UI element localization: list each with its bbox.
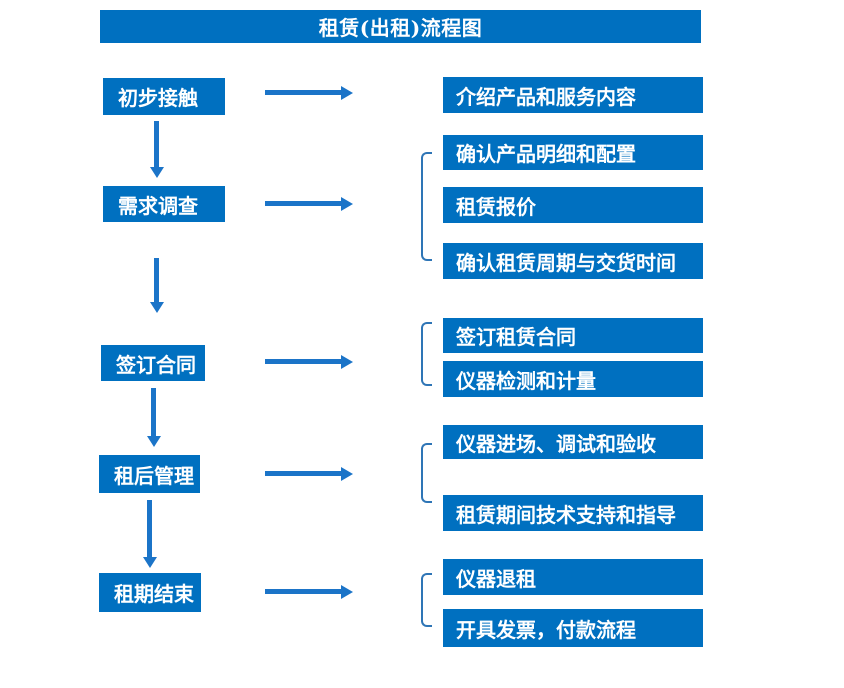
arrow-shaft xyxy=(151,388,156,437)
group-bracket xyxy=(421,322,432,386)
arrow-shaft xyxy=(265,359,342,364)
stage-box: 租后管理 xyxy=(99,455,200,493)
arrow-shaft xyxy=(147,500,152,558)
stage-box: 初步接触 xyxy=(103,78,225,115)
group-bracket xyxy=(421,152,432,261)
stage-box: 租期结束 xyxy=(99,573,201,612)
stage-output-arrow xyxy=(265,197,353,211)
output-box: 租赁报价 xyxy=(443,187,703,223)
output-box: 签订租赁合同 xyxy=(443,318,703,353)
arrow-head-icon xyxy=(341,86,353,100)
stage-box: 签订合同 xyxy=(101,345,205,381)
arrow-head-icon xyxy=(147,436,161,447)
arrow-head-icon xyxy=(341,585,353,599)
output-box: 仪器检测和计量 xyxy=(443,361,703,397)
arrow-head-icon xyxy=(341,197,353,211)
output-box: 确认租赁周期与交货时间 xyxy=(443,243,703,279)
next-stage-arrow xyxy=(150,258,164,313)
arrow-shaft xyxy=(154,258,159,303)
output-box: 仪器退租 xyxy=(443,559,703,595)
arrow-head-icon xyxy=(143,557,157,568)
stage-output-arrow xyxy=(265,86,353,100)
arrow-head-icon xyxy=(150,302,164,313)
flowchart-title: 租赁(出租)流程图 xyxy=(100,10,701,43)
arrow-shaft xyxy=(265,589,342,594)
arrow-shaft xyxy=(265,471,342,476)
output-box: 租赁期间技术支持和指导 xyxy=(443,495,703,531)
output-box: 介绍产品和服务内容 xyxy=(443,77,703,113)
group-bracket xyxy=(421,573,432,627)
arrow-head-icon xyxy=(150,167,164,178)
group-bracket xyxy=(421,443,432,503)
next-stage-arrow xyxy=(143,500,157,568)
arrow-shaft xyxy=(265,90,342,95)
arrow-shaft xyxy=(265,201,342,206)
arrow-head-icon xyxy=(341,355,353,369)
stage-output-arrow xyxy=(265,585,353,599)
output-box: 确认产品明细和配置 xyxy=(443,135,703,170)
output-box: 仪器进场、调试和验收 xyxy=(443,425,703,459)
arrow-head-icon xyxy=(341,467,353,481)
arrow-shaft xyxy=(154,121,159,168)
stage-output-arrow xyxy=(265,355,353,369)
next-stage-arrow xyxy=(147,388,161,447)
output-box: 开具发票，付款流程 xyxy=(443,609,703,647)
stage-box: 需求调查 xyxy=(103,186,225,222)
next-stage-arrow xyxy=(150,121,164,178)
stage-output-arrow xyxy=(265,467,353,481)
